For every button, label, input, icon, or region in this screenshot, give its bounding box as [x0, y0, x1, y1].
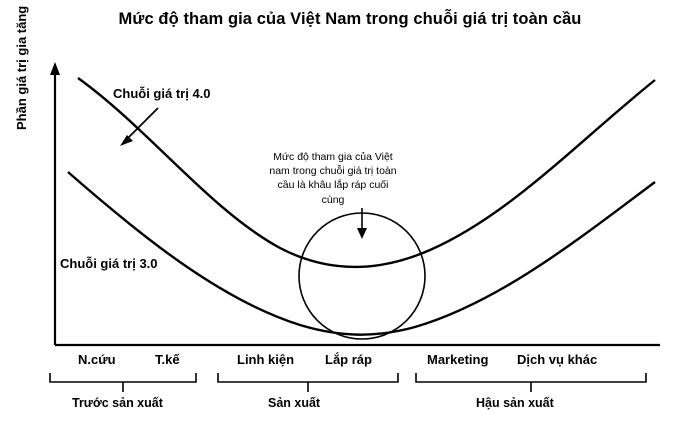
- bracket-post-production: [415, 373, 647, 392]
- assembly-annotation: Mức độ tham gia của Việt nam trong chuỗi…: [269, 151, 397, 206]
- annotation-arrow-head: [357, 228, 367, 239]
- phase-label-production: Sản xuất: [268, 396, 321, 410]
- curve-label-chain-40: Chuỗi giá trị 4.0: [113, 86, 211, 101]
- page-title: Mức độ tham gia của Việt Nam trong chuỗi…: [118, 10, 582, 28]
- phase-label-post-production: Hậu sản xuất: [476, 396, 554, 410]
- callout-arrow-chain-40: [125, 107, 159, 141]
- stage-label-design: T.kế: [155, 352, 180, 367]
- y-axis-arrow: [50, 62, 60, 75]
- stage-label-research: N.cứu: [78, 352, 116, 367]
- stage-label-marketing: Marketing: [427, 352, 489, 367]
- bracket-production: [217, 373, 399, 392]
- curve-chain-40: [77, 77, 656, 269]
- stage-label-assembly: Lắp ráp: [325, 352, 372, 367]
- curve-chain-30: [67, 171, 656, 336]
- curve-label-chain-30: Chuỗi giá trị 3.0: [60, 256, 158, 271]
- stage-label-components: Linh kiện: [237, 352, 295, 367]
- stage-label-other-services: Dịch vụ khác: [517, 352, 598, 367]
- bracket-pre-production: [49, 373, 197, 392]
- phase-label-pre-production: Trước sản xuất: [72, 396, 163, 410]
- callout-arrow-head-chain-40: [120, 135, 133, 146]
